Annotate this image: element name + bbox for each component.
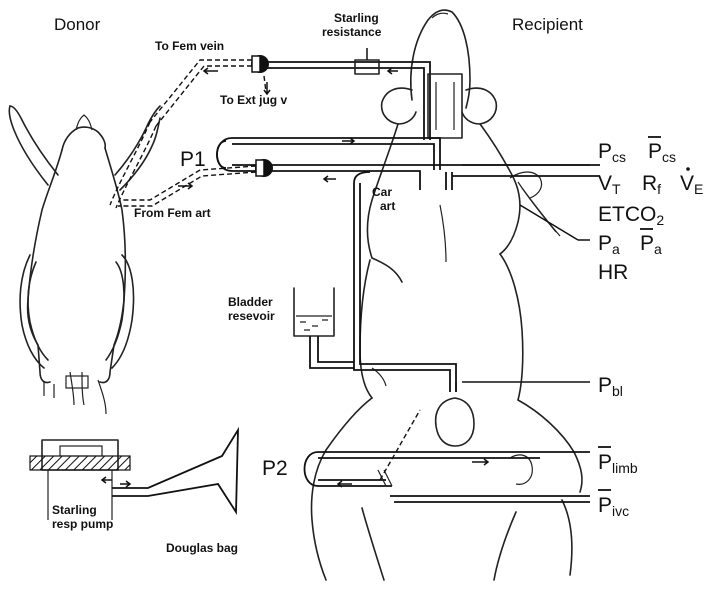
- measure-row-2: VT Rf VE: [598, 167, 703, 197]
- vt-label: VT: [598, 172, 621, 197]
- measure-pbl: Pbl: [598, 374, 623, 399]
- bladder-label-1: Bladder: [228, 295, 273, 309]
- douglas-bag-label: Douglas bag: [166, 541, 238, 555]
- to-ext-jug-label: To Ext jug v: [220, 93, 287, 107]
- etco2-label: ETCO2: [598, 203, 664, 228]
- resp-pump-and-bag: [29, 426, 239, 520]
- limb-circuit: [303, 409, 590, 503]
- pump-hatched-plate: [29, 455, 131, 471]
- plimb-label: Plimb: [598, 451, 638, 476]
- pump-label-2: resp pump: [52, 517, 113, 531]
- pump-label-1: Starling: [52, 503, 97, 517]
- recipient-animal: [310, 9, 583, 581]
- from-fem-art-label: From Fem art: [134, 206, 211, 220]
- measure-row-5: HR: [598, 261, 628, 284]
- ve-dot: [686, 167, 690, 171]
- recipient-header: Recipient: [512, 15, 583, 34]
- pa-mean-label: Pa: [640, 232, 662, 257]
- donor-animal: [8, 105, 161, 415]
- pcs-label: Pcs: [598, 140, 626, 165]
- donor-header: Donor: [54, 15, 101, 34]
- measure-plimb: Plimb: [598, 446, 638, 476]
- to-fem-vein-label: To Fem vein: [155, 39, 224, 53]
- measure-row-3: ETCO2: [598, 203, 664, 228]
- bladder-shape: [434, 397, 475, 447]
- pcs-mean-label: Pcs: [648, 140, 676, 165]
- pbl-label: Pbl: [598, 374, 623, 399]
- pa-label: Pa: [598, 232, 620, 257]
- measurement-leads: [455, 164, 590, 392]
- car-art-label-1: Car: [372, 185, 392, 199]
- measure-row-1: Pcs Pcs: [598, 136, 676, 165]
- bladder-reservoir: [293, 287, 354, 369]
- measure-pivc: Pivc: [598, 489, 629, 519]
- hr-label: HR: [598, 261, 628, 284]
- measure-row-4: Pa Pa: [598, 228, 662, 257]
- head-cannula-box: [427, 73, 463, 139]
- pivc-label: Pivc: [598, 494, 629, 519]
- p1-label: P1: [180, 148, 206, 171]
- p2-label: P2: [262, 457, 288, 480]
- starling-resistance-label-1: Starling: [334, 11, 379, 25]
- rf-label: Rf: [642, 172, 661, 197]
- ve-label: VE: [680, 172, 703, 197]
- cephalic-circuit: [109, 48, 600, 392]
- starling-resistance-label-2: resistance: [322, 25, 382, 39]
- bladder-label-2: resevoir: [228, 309, 275, 323]
- car-art-label-2: art: [380, 199, 395, 213]
